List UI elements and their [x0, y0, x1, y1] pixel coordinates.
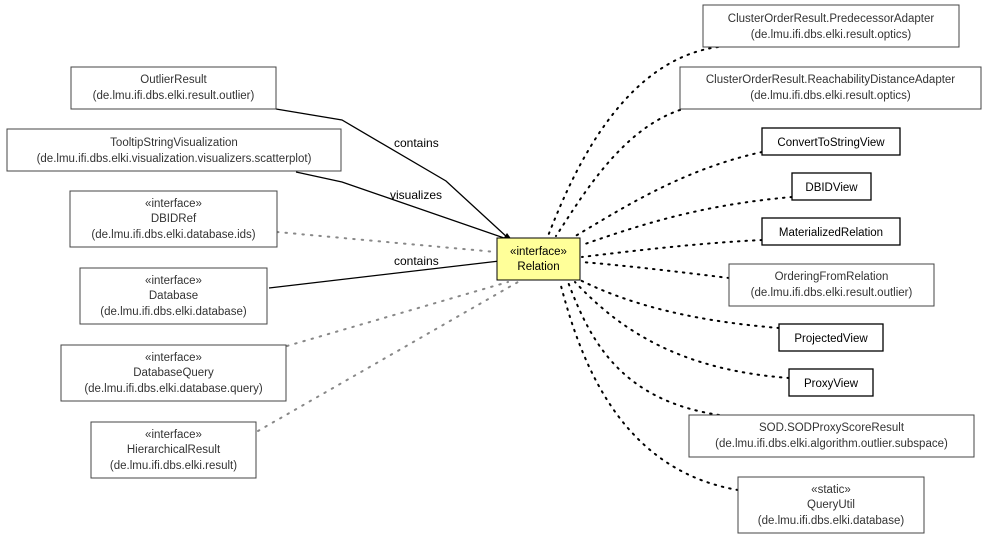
node-line: SOD.SODProxyScoreResult — [759, 422, 905, 434]
edge-dbid-view — [581, 196, 793, 246]
edge-database-contains — [268, 259, 509, 289]
relation-name: Relation — [517, 261, 559, 273]
materialized-relation-node[interactable]: MaterializedRelation — [761, 217, 901, 246]
node-line: «interface» — [145, 352, 202, 364]
edge-query-util — [559, 281, 739, 491]
node-line: (de.lmu.ifi.dbs.elki.database.query) — [84, 383, 263, 395]
relation-node[interactable]: «interface» Relation — [496, 237, 581, 281]
node-line: (de.lmu.ifi.dbs.elki.result.outlier) — [751, 287, 913, 299]
edge-tooltip-visualizes — [295, 171, 511, 241]
cluster-order-result-reachability-distance-adapter-node[interactable]: ClusterOrderResult.ReachabilityDistanceA… — [679, 66, 982, 110]
node-line: «interface» — [145, 275, 202, 287]
convert-to-string-view-node[interactable]: ConvertToStringView — [761, 127, 901, 156]
node-line: MaterializedRelation — [779, 227, 883, 239]
node-line: (de.lmu.ifi.dbs.elki.visualization.visua… — [37, 153, 312, 165]
dbid-view-node[interactable]: DBIDView — [791, 172, 872, 201]
edge-projected-view — [579, 279, 780, 329]
node-line: (de.lmu.ifi.dbs.elki.result.outlier) — [93, 90, 255, 102]
ordering-from-relation-node[interactable]: OrderingFromRelation (de.lmu.ifi.dbs.elk… — [728, 263, 935, 307]
node-line: (de.lmu.ifi.dbs.elki.result) — [110, 460, 237, 472]
edge-convert-to-string-view — [571, 151, 763, 239]
node-line: DBIDRef — [151, 213, 197, 225]
node-line: «interface» — [145, 198, 202, 210]
node-line: ProjectedView — [794, 333, 868, 345]
dbidref-node[interactable]: «interface» DBIDRef (de.lmu.ifi.dbs.elki… — [69, 190, 278, 248]
node-line: TooltipStringVisualization — [110, 137, 238, 149]
tooltip-string-visualization-node[interactable]: TooltipStringVisualization (de.lmu.ifi.d… — [6, 128, 342, 172]
edge-label-contains: contains — [394, 136, 439, 150]
cluster-order-result-predecessor-adapter-node[interactable]: ClusterOrderResult.PredecessorAdapter (d… — [702, 4, 960, 48]
edge-label-visualizes: visualizes — [390, 188, 442, 202]
node-line: OrderingFromRelation — [775, 271, 889, 283]
hierarchical-result-node[interactable]: «interface» HierarchicalResult (de.lmu.i… — [90, 421, 257, 479]
node-line: (de.lmu.ifi.dbs.elki.result.optics) — [751, 29, 912, 41]
node-line: Database — [149, 290, 198, 302]
node-line: HierarchicalResult — [127, 444, 221, 456]
edge-predecessor-adapter — [547, 46, 719, 237]
relation-stereotype: «interface» — [510, 246, 567, 258]
node-line: ConvertToStringView — [777, 137, 885, 149]
sod-proxy-score-result-node[interactable]: SOD.SODProxyScoreResult (de.lmu.ifi.dbs.… — [688, 414, 975, 458]
node-line: (de.lmu.ifi.dbs.elki.database) — [758, 515, 905, 527]
node-line: (de.lmu.ifi.dbs.elki.database.ids) — [91, 229, 255, 241]
edge-proxy-view — [574, 281, 790, 379]
proxy-view-node[interactable]: ProxyView — [788, 368, 874, 397]
node-line: «static» — [811, 484, 851, 496]
edge-reachability-adapter — [555, 109, 681, 237]
outlier-result-node[interactable]: OutlierResult (de.lmu.ifi.dbs.elki.resul… — [70, 66, 277, 110]
right-edges — [547, 46, 793, 491]
edge-materialized-relation — [581, 239, 763, 258]
node-line: QueryUtil — [807, 499, 855, 511]
database-node[interactable]: «interface» Database (de.lmu.ifi.dbs.elk… — [79, 267, 268, 325]
edge-hierarchical-result — [257, 281, 519, 432]
node-line: ClusterOrderResult.ReachabilityDistanceA… — [706, 74, 955, 86]
edge-ordering-from-relation — [581, 261, 730, 279]
edge-sod-proxy-score-result — [567, 281, 720, 416]
projected-view-node[interactable]: ProjectedView — [778, 323, 884, 352]
database-query-node[interactable]: «interface» DatabaseQuery (de.lmu.ifi.db… — [60, 344, 287, 402]
node-line: (de.lmu.ifi.dbs.elki.algorithm.outlier.s… — [715, 438, 948, 450]
edge-label-contains: contains — [394, 254, 439, 268]
edge-database-query — [286, 281, 509, 347]
query-util-node[interactable]: «static» QueryUtil (de.lmu.ifi.dbs.elki.… — [737, 476, 925, 534]
node-line: (de.lmu.ifi.dbs.elki.result.optics) — [750, 90, 911, 102]
node-line: ProxyView — [804, 378, 859, 390]
node-line: «interface» — [145, 429, 202, 441]
edge-dbidref — [276, 231, 497, 253]
node-line: OutlierResult — [140, 74, 207, 86]
node-line: DBIDView — [805, 182, 858, 194]
node-line: (de.lmu.ifi.dbs.elki.database) — [100, 306, 247, 318]
node-line: DatabaseQuery — [133, 367, 214, 379]
edge-outlier-result-contains — [275, 108, 509, 239]
node-line: ClusterOrderResult.PredecessorAdapter — [728, 13, 935, 25]
